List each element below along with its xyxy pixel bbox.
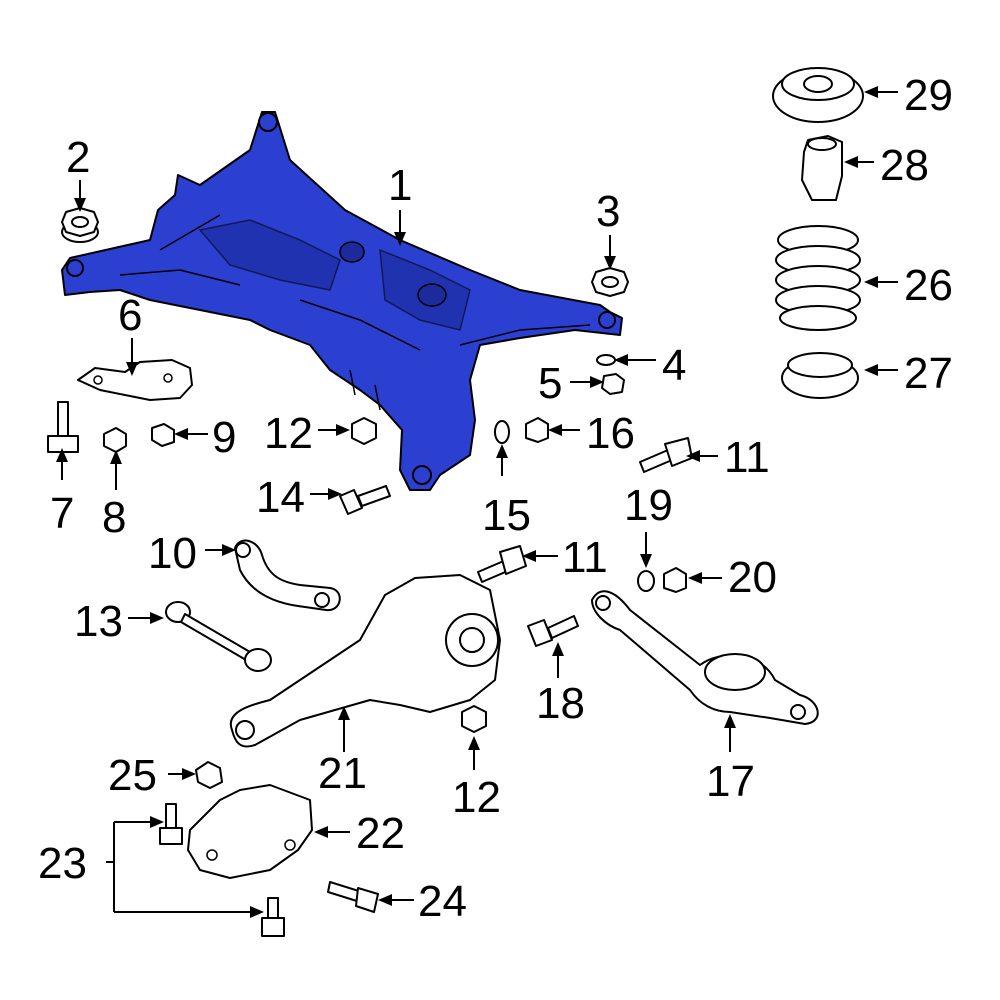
bracket-6-part[interactable] bbox=[77, 359, 193, 401]
callout-26: 26 bbox=[904, 261, 953, 310]
callout-7: 7 bbox=[50, 489, 74, 538]
coil-spring-26-part[interactable] bbox=[775, 225, 861, 331]
callout-1: 1 bbox=[388, 161, 412, 210]
nut-12b-part[interactable] bbox=[461, 705, 487, 733]
bracket-22-part[interactable] bbox=[187, 784, 313, 879]
callout-13: 13 bbox=[74, 597, 123, 646]
callout-17: 17 bbox=[706, 757, 755, 806]
nut-25-part[interactable] bbox=[195, 761, 223, 789]
callout-10: 10 bbox=[148, 529, 197, 578]
callout-19: 19 bbox=[624, 481, 673, 530]
leader-lines bbox=[56, 86, 898, 918]
bolt-14-part[interactable] bbox=[339, 485, 391, 515]
callout-6: 6 bbox=[118, 291, 142, 340]
callout-24: 24 bbox=[418, 877, 467, 926]
bolt-11b-part[interactable] bbox=[477, 545, 527, 583]
callout-11a: 11 bbox=[724, 433, 770, 482]
callout-16: 16 bbox=[586, 409, 635, 458]
callout-25: 25 bbox=[108, 751, 157, 800]
callout-4: 4 bbox=[662, 341, 686, 390]
nut-12a-part[interactable] bbox=[351, 417, 377, 445]
callout-15: 15 bbox=[482, 491, 531, 540]
callout-28: 28 bbox=[880, 141, 929, 190]
callout-18: 18 bbox=[536, 679, 585, 728]
callout-22: 22 bbox=[356, 809, 405, 858]
callout-27: 27 bbox=[904, 349, 953, 398]
callout-12b: 12 bbox=[452, 773, 501, 822]
callout-labels: 1 2 3 4 5 6 7 8 9 10 11 11 12 12 13 14 1… bbox=[38, 71, 953, 926]
callout-29: 29 bbox=[904, 71, 953, 120]
callout-12a: 12 bbox=[264, 409, 313, 458]
bracket-hole-icon bbox=[163, 373, 173, 383]
callout-11b: 11 bbox=[562, 533, 608, 582]
trailing-arm-21-part[interactable] bbox=[229, 574, 501, 748]
washer-19-part[interactable] bbox=[637, 570, 655, 592]
lower-control-arm-17-part[interactable] bbox=[591, 590, 819, 725]
lateral-link-13-part[interactable] bbox=[165, 601, 272, 672]
callout-5: 5 bbox=[538, 359, 562, 408]
bolt-23a-part[interactable] bbox=[159, 803, 183, 845]
callout-20: 20 bbox=[728, 553, 777, 602]
bracket-hole-icon bbox=[93, 375, 103, 385]
washer-4-part[interactable] bbox=[596, 354, 616, 366]
upper-arm-10-part[interactable] bbox=[234, 539, 341, 612]
spring-mount-29-part[interactable] bbox=[772, 67, 864, 123]
callout-2: 2 bbox=[66, 133, 90, 182]
bolt-23b-part[interactable] bbox=[261, 897, 285, 937]
nut-9-part[interactable] bbox=[151, 423, 175, 447]
bump-stop-28-part[interactable] bbox=[801, 135, 843, 201]
callout-8: 8 bbox=[102, 493, 126, 542]
nut-16-part[interactable] bbox=[525, 417, 549, 443]
callout-3: 3 bbox=[596, 187, 620, 236]
nut-5-part[interactable] bbox=[601, 373, 625, 395]
crossmember-part[interactable] bbox=[61, 111, 623, 491]
bolt-18-part[interactable] bbox=[527, 615, 579, 647]
washer-15-part[interactable] bbox=[494, 420, 510, 444]
nut-8-part[interactable] bbox=[103, 427, 127, 453]
callout-9: 9 bbox=[212, 413, 236, 462]
bushing-2-part[interactable] bbox=[61, 207, 99, 243]
stud-7-part[interactable] bbox=[47, 401, 79, 453]
spring-seat-27-part[interactable] bbox=[781, 352, 859, 399]
nut-20-part[interactable] bbox=[663, 567, 687, 593]
callout-21: 21 bbox=[318, 749, 367, 798]
bushing-3-part[interactable] bbox=[591, 267, 629, 297]
callout-23: 23 bbox=[38, 839, 87, 888]
bolt-24-part[interactable] bbox=[327, 881, 379, 913]
callout-14: 14 bbox=[256, 473, 305, 522]
bolt-11a-part[interactable] bbox=[639, 437, 693, 473]
